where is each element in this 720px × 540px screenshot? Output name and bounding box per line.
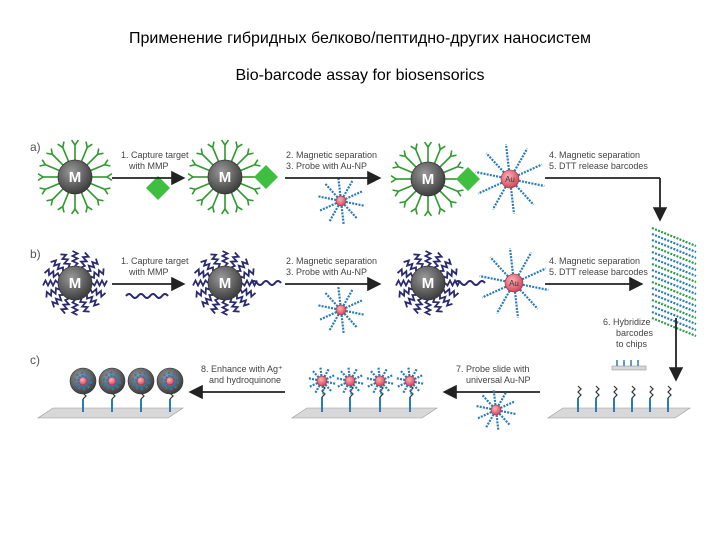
step-label: 6. Hybridize <box>603 317 651 327</box>
target-peptide <box>125 293 169 299</box>
svg-text:M: M <box>219 275 232 292</box>
universal-au-np <box>476 390 516 430</box>
magnetic-bead-antibody-1: M <box>37 139 113 215</box>
au-nanoparticle-bound: Au <box>475 144 545 214</box>
released-barcodes <box>651 226 697 338</box>
au-nanoparticle-bound: Au <box>479 248 549 318</box>
target-protein <box>146 176 170 200</box>
target-peptide-bound <box>454 280 486 286</box>
step-label: 8. Enhance with Ag⁺ <box>201 364 283 374</box>
row-label-c: c) <box>30 353 40 367</box>
svg-text:M: M <box>422 275 435 292</box>
svg-text:M: M <box>422 171 435 188</box>
target-peptide-bound <box>250 280 282 286</box>
step-label: to chips <box>616 339 648 349</box>
row-a: M M M Au 1. Capture target with MMP 2. M… <box>37 139 668 224</box>
magnetic-bead-peptide-2: M <box>192 250 258 316</box>
magnetic-bead-antibody-3: M <box>390 141 466 217</box>
magnetic-bead-antibody-2: M <box>187 139 263 215</box>
svg-text:Au: Au <box>509 279 519 288</box>
step-label: barcodes <box>616 328 654 338</box>
step-label: 4. Magnetic separation <box>549 256 640 266</box>
target-protein-bound <box>254 165 278 189</box>
step-label: 3. Probe with Au-NP <box>286 267 367 277</box>
capture-strands <box>577 385 672 412</box>
chip-slide-3 <box>547 407 691 419</box>
row-label-b: b) <box>30 247 41 261</box>
step-label: with MMP <box>128 161 169 171</box>
au-nanoparticle-probe <box>318 287 364 333</box>
step-label: 2. Magnetic separation <box>286 150 377 160</box>
chip-miniature <box>611 360 647 371</box>
step-label: 3. Probe with Au-NP <box>286 161 367 171</box>
step-label: 5. DTT release barcodes <box>549 267 648 277</box>
chip-slide-1 <box>37 407 184 419</box>
row-label-a: a) <box>30 140 41 154</box>
svg-text:M: M <box>69 169 82 186</box>
au-nanoparticle-probe <box>318 178 364 224</box>
silver-enhanced-strands <box>69 367 184 412</box>
step-label: 1. Capture target <box>121 256 189 266</box>
svg-text:Au: Au <box>505 175 515 184</box>
row-b: M M M Au 1. Capture target with MMP 2. M… <box>42 248 648 333</box>
chip-slide-2 <box>291 407 438 419</box>
step-label: 1. Capture target <box>121 150 189 160</box>
magnetic-bead-peptide-3: M <box>395 250 461 316</box>
gold-labeled-strands <box>308 366 424 412</box>
magnetic-bead-peptide-1: M <box>42 250 108 316</box>
page-title: Применение гибридных белково/пептидно-др… <box>128 30 592 47</box>
row-c: 6. Hybridize barcodes to chips 7. Probe … <box>37 317 691 430</box>
step-label: universal Au-NP <box>466 375 531 385</box>
page-subtitle: Bio-barcode assay for biosensorics <box>235 67 485 84</box>
svg-text:M: M <box>219 169 232 186</box>
step-label: and hydroquinone <box>209 375 281 385</box>
step-label: with MMP <box>128 267 169 277</box>
svg-text:M: M <box>69 275 82 292</box>
step-label: 2. Magnetic separation <box>286 256 377 266</box>
step-label: 5. DTT release barcodes <box>549 161 648 171</box>
target-protein-bound <box>456 167 480 191</box>
step-label: 7. Probe slide with <box>456 364 530 374</box>
step-label: 4. Magnetic separation <box>549 150 640 160</box>
